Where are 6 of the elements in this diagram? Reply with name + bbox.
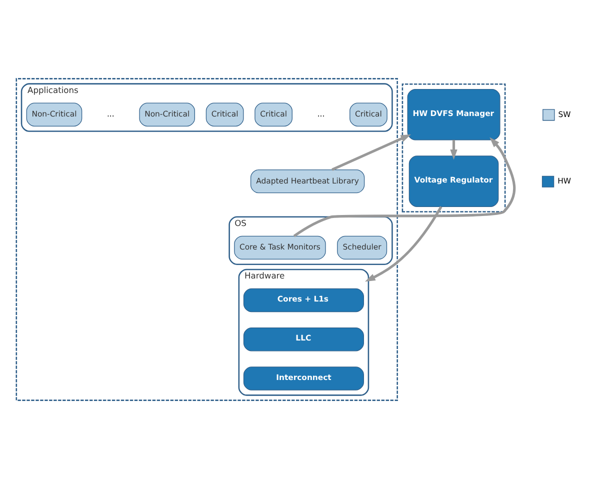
arrow [293,137,516,238]
arrow [450,140,458,160]
cluster [402,84,506,212]
arrow [332,134,412,171]
cluster [16,78,398,401]
arrow [364,206,442,282]
